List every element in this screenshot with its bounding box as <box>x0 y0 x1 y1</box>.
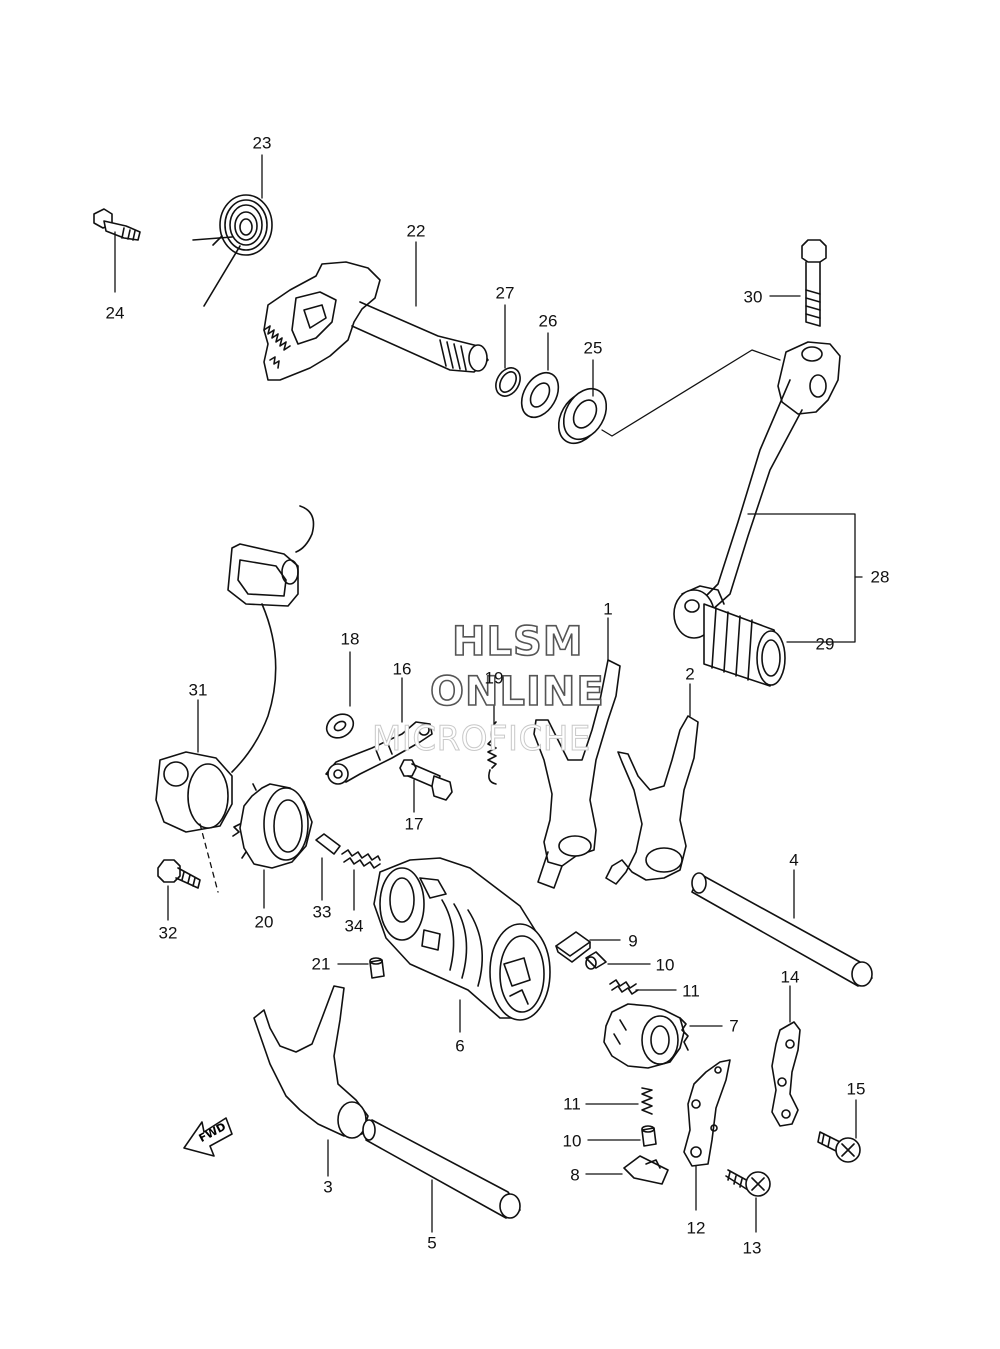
pin-33-drawing <box>315 833 341 901</box>
part-label-18: 18 <box>340 629 360 649</box>
part-label-25: 25 <box>583 338 603 358</box>
part-label-13: 13 <box>742 1238 762 1258</box>
bolt-30-drawing <box>769 239 827 327</box>
part-label-27: 27 <box>495 283 515 303</box>
part-label-24: 24 <box>105 303 125 323</box>
part-label-32: 32 <box>158 923 178 943</box>
screw-13-drawing <box>725 1169 771 1233</box>
plate-14-drawing <box>771 985 801 1127</box>
watermark-online: ONLINE <box>429 669 605 715</box>
shift-fork-2-drawing <box>605 683 699 885</box>
part-label-6: 6 <box>455 1036 465 1056</box>
part-label-34: 34 <box>344 916 364 936</box>
part-label-29: 29 <box>815 634 835 654</box>
spring-11-upper-drawing <box>609 979 677 995</box>
pin-9-drawing <box>555 931 621 963</box>
part-label-21: 21 <box>311 954 331 974</box>
spring-11-lower-drawing <box>585 1087 653 1115</box>
part-label-28: 28 <box>870 567 890 587</box>
part-label-22: 22 <box>406 221 426 241</box>
part-label-26: 26 <box>538 311 558 331</box>
part-label-30: 30 <box>743 287 763 307</box>
guide-plate-12-drawing <box>683 1059 731 1211</box>
pawl-8-drawing <box>585 1155 669 1185</box>
part-label-33: 33 <box>312 902 332 922</box>
part-label-7: 7 <box>729 1016 739 1036</box>
screw-32-drawing <box>157 823 219 921</box>
part-label-10-lower: 10 <box>562 1131 582 1151</box>
pin-10-lower-drawing <box>587 1125 657 1147</box>
part-label-5: 5 <box>427 1233 437 1253</box>
part-label-2: 2 <box>685 664 695 684</box>
part-label-16: 16 <box>392 659 412 679</box>
washer-26-drawing <box>520 332 560 419</box>
lever-bracket-28 <box>747 513 863 643</box>
part-label-4: 4 <box>789 850 799 870</box>
gearshift-cam-6-drawing <box>373 857 551 1033</box>
shift-fork-1-drawing <box>533 617 621 889</box>
gear-position-switch-31-drawing <box>155 505 315 833</box>
spring-34-drawing <box>341 849 381 911</box>
stopper-arm-16-drawing <box>325 677 433 785</box>
bolt-17-drawing <box>399 759 453 813</box>
shift-shaft-22-drawing <box>263 241 489 381</box>
rubber-29-drawing <box>703 603 786 687</box>
watermark-hlsm: HLSM <box>451 619 584 665</box>
part-label-19: 19 <box>484 668 504 688</box>
cam-plate-7-drawing <box>603 1003 723 1069</box>
fork-shaft-4-drawing <box>691 869 873 987</box>
part-label-9: 9 <box>628 931 638 951</box>
shift-fork-3-drawing <box>253 985 369 1177</box>
fork-shaft-5-drawing <box>362 1119 521 1233</box>
washer-18-drawing <box>325 651 355 739</box>
bolt-24-drawing <box>93 208 141 293</box>
part-label-1: 1 <box>603 599 613 619</box>
part-label-10-upper: 10 <box>655 955 675 975</box>
dowel-21-drawing <box>337 957 385 979</box>
fwd-arrow-icon <box>183 1117 233 1157</box>
part-label-23: 23 <box>252 133 272 153</box>
part-label-17: 17 <box>404 814 424 834</box>
pin-10-upper-drawing <box>585 951 651 970</box>
part-label-14: 14 <box>780 967 800 987</box>
part-label-11-lower: 11 <box>563 1094 581 1114</box>
watermark-microfiche: MICROFICHE <box>372 719 591 759</box>
part-label-31: 31 <box>188 680 208 700</box>
part-label-12: 12 <box>686 1218 706 1238</box>
part-label-20: 20 <box>254 912 274 932</box>
shift-lever-28-drawing <box>673 341 841 639</box>
part-label-11-upper: 11 <box>682 981 700 1001</box>
part-label-3: 3 <box>323 1177 333 1197</box>
part-label-15: 15 <box>846 1079 866 1099</box>
spring-23-drawing <box>192 154 273 307</box>
screw-15-drawing <box>817 1099 861 1163</box>
circlip-27-drawing <box>495 304 521 397</box>
part-label-8: 8 <box>570 1165 580 1185</box>
oil-seal-25-drawing <box>557 349 781 445</box>
spring-19-drawing <box>487 689 497 785</box>
cam-guide-20-drawing <box>232 783 313 909</box>
